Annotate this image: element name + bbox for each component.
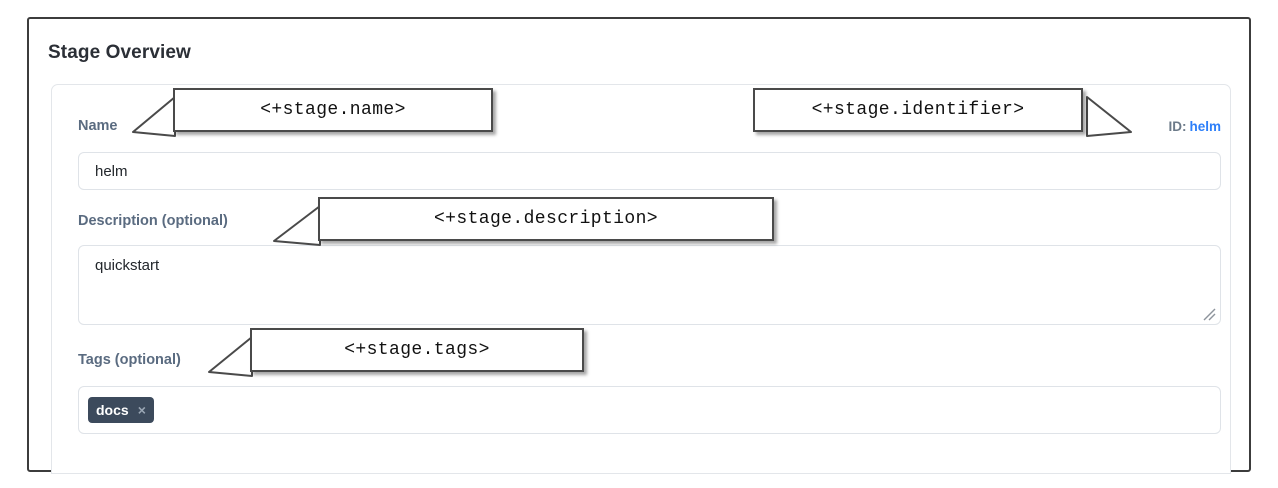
tag-chip-label: docs [96, 402, 129, 418]
name-input[interactable] [78, 152, 1221, 190]
stage-identifier-readout: ID:helm [1168, 119, 1221, 134]
tag-chip[interactable]: docs × [88, 397, 154, 423]
id-key-label: ID: [1168, 119, 1187, 134]
id-value-link[interactable]: helm [1189, 119, 1221, 134]
callout-stage-name: <+stage.name> [173, 88, 493, 132]
page-title: Stage Overview [48, 42, 191, 63]
description-textarea[interactable] [78, 245, 1221, 325]
name-label: Name [78, 118, 118, 134]
callout-stage-identifier: <+stage.identifier> [753, 88, 1083, 132]
tags-label: Tags (optional) [78, 352, 181, 368]
callout-stage-description: <+stage.description> [318, 197, 774, 241]
tags-input[interactable]: docs × [78, 386, 1221, 434]
close-icon[interactable]: × [137, 402, 146, 418]
description-label: Description (optional) [78, 213, 228, 229]
callout-stage-tags: <+stage.tags> [250, 328, 584, 372]
